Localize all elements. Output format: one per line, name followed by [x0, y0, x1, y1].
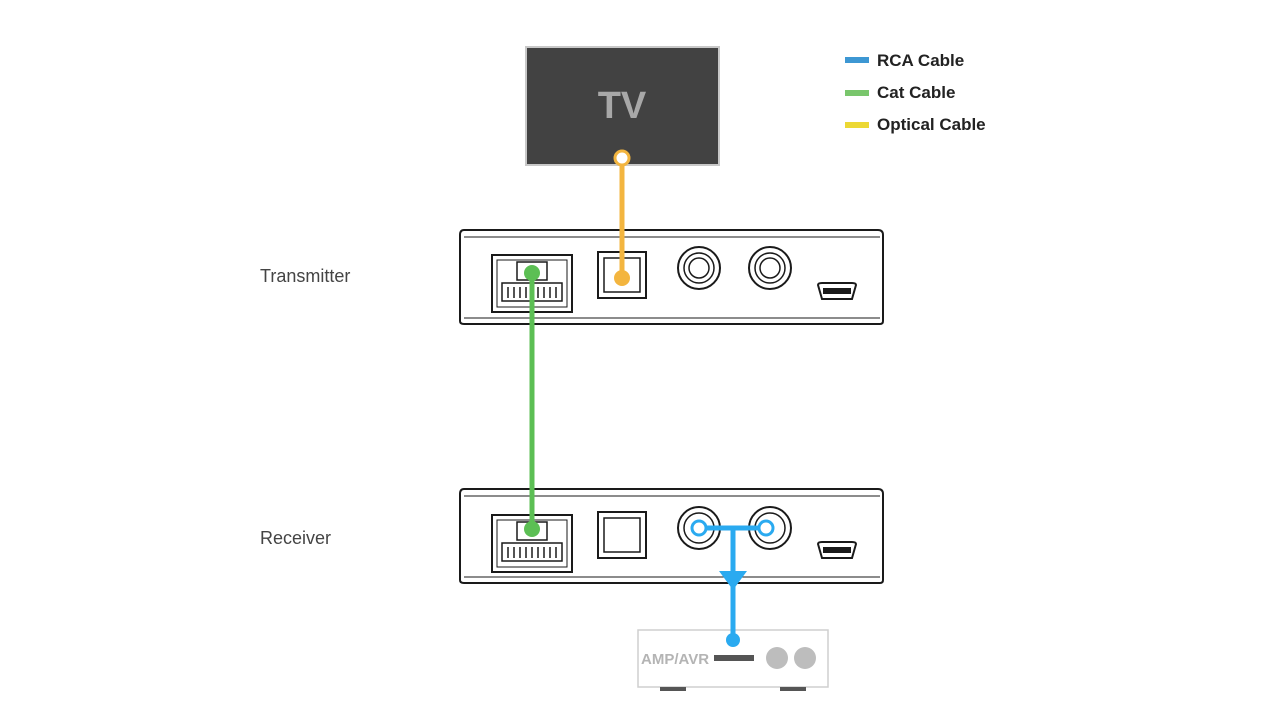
receiver-micro-usb-port [816, 541, 858, 559]
rca-cable [690, 519, 775, 647]
transmitter-unit [459, 229, 884, 325]
legend-swatch-cat [845, 90, 869, 96]
transmitter-rca-port-right [748, 246, 792, 290]
transmitter-rca-port-left [677, 246, 721, 290]
receiver-optical-port [597, 511, 647, 559]
receiver-label: Receiver [260, 528, 331, 548]
legend: RCA Cable Cat Cable Optical Cable [845, 51, 986, 134]
cat-cable [524, 265, 540, 537]
legend-swatch-optical [845, 122, 869, 128]
legend-label-rca: RCA Cable [877, 51, 964, 70]
transmitter-rj45-port [491, 254, 573, 313]
optical-cable [613, 149, 631, 286]
legend-label-cat: Cat Cable [877, 83, 955, 102]
transmitter-micro-usb-port [816, 282, 858, 300]
tv-box: TV [525, 46, 720, 166]
tv-label: TV [598, 85, 647, 127]
legend-label-optical: Optical Cable [877, 115, 986, 134]
receiver-unit [459, 488, 884, 584]
receiver-rj45-port [491, 514, 573, 573]
amp-avr-label: AMP/AVR [641, 651, 709, 668]
transmitter-label: Transmitter [260, 266, 350, 286]
legend-swatch-rca [845, 57, 869, 63]
